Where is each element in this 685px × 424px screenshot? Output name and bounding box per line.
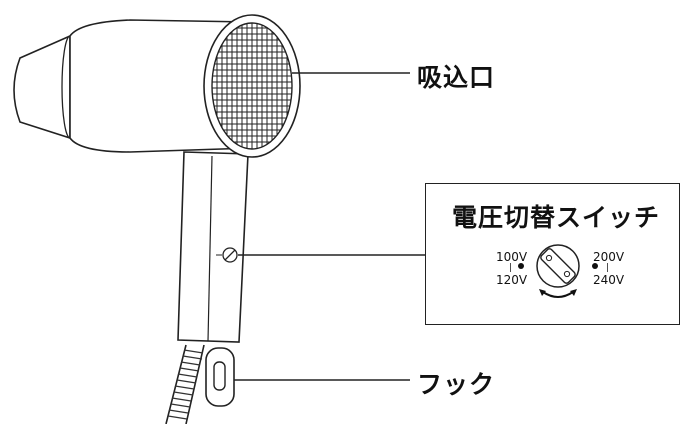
voltage-label-120v: 120V (496, 273, 528, 287)
hook (205, 347, 235, 407)
power-cord (165, 344, 205, 424)
voltage-label-100v: 100V (496, 250, 528, 264)
dot-right (592, 263, 598, 269)
voltage-separator-right: | (606, 263, 610, 273)
voltage-label-240v: 240V (593, 273, 625, 287)
voltage-switch-dial (518, 244, 598, 298)
voltage-switch-small (216, 247, 238, 263)
voltage-label-200v: 200V (593, 250, 625, 264)
hook-label: フック (417, 370, 496, 399)
rotate-arrow-icon (542, 291, 574, 298)
voltage-switch-label: 電圧切替スイッチ (452, 203, 661, 232)
intake-label: 吸込口 (417, 63, 496, 92)
dot-left (518, 263, 524, 269)
dryer-nozzle (13, 34, 79, 140)
dryer-handle (177, 151, 249, 343)
voltage-separator-left: | (509, 263, 513, 273)
voltage-switch-detail-box: 電圧切替スイッチ 100V | 120V 200V | 240V (425, 183, 680, 325)
